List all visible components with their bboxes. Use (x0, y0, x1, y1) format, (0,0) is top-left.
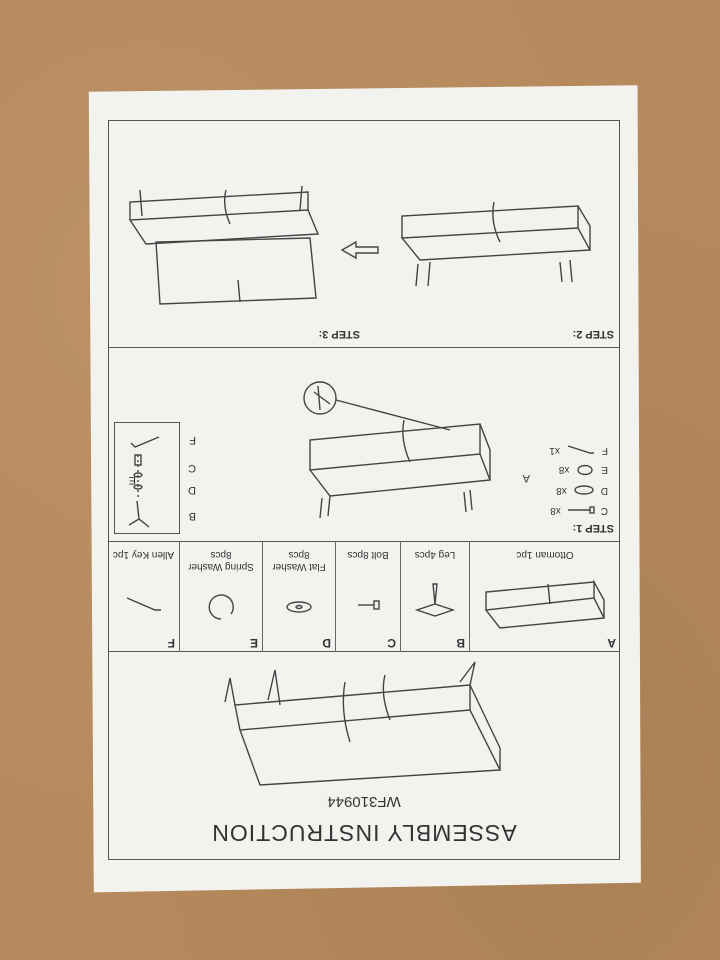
part-cell-f: F Allen Key 1pc (108, 542, 179, 652)
part-name: Allen Key 1pc (112, 549, 175, 560)
detail-label-f: F (189, 434, 196, 446)
hardware-letter: D (600, 485, 608, 496)
hardware-d: D x8 (556, 485, 608, 496)
part-letter: C (387, 636, 396, 650)
part-name: Spring Washer 8pcs (180, 548, 262, 572)
hardware-letter: C (600, 505, 608, 516)
detail-label-c: C (188, 462, 196, 474)
part-qty: 8pcs (288, 549, 310, 560)
detail-label-d: D (188, 484, 196, 496)
leg-zoom-callout (303, 381, 451, 431)
bolt-icon (358, 600, 380, 610)
divider-parts-bottom (108, 541, 620, 542)
hardware-qty: x8 (556, 485, 567, 496)
arrow-icon (340, 240, 379, 260)
part-cell-d: D Flat Washer 8pcs (262, 542, 335, 652)
leg-detail-box (114, 422, 180, 534)
part-name: Flat Washer 8pcs (263, 548, 335, 572)
hardware-qty: x8 (558, 464, 570, 476)
sheet-content-rotated: ASSEMBLY INSTRUCTION WF310944 A (108, 120, 620, 860)
part-name: Leg 4pcs (414, 549, 456, 560)
instruction-sheet: ASSEMBLY INSTRUCTION WF310944 A (88, 85, 641, 893)
flat-washer-icon (574, 485, 594, 496)
step-1-label: STEP 1: (572, 522, 614, 534)
step-3-label: STEP 3: (318, 328, 360, 340)
part-name: Ottoman 1pc (516, 549, 574, 560)
bolt-icon (567, 506, 595, 515)
step-2-ottoman-illustration (400, 201, 592, 287)
step-3-ottoman-illustration (128, 185, 320, 305)
part-name: Bolt 8pcs (347, 549, 389, 560)
hardware-qty: x1 (549, 445, 560, 456)
spring-washer-icon (208, 594, 234, 620)
part-cell-a: A Ottoman 1pc (469, 542, 620, 652)
part-cell-b: B Leg 4pcs (400, 542, 469, 652)
part-letter: D (322, 636, 331, 650)
parts-list: A Ottoman 1pc B Leg 4pcs C (108, 542, 620, 652)
ottoman-part-icon (484, 579, 606, 629)
detail-label-e: E (128, 474, 136, 486)
allen-key-icon (126, 597, 161, 611)
part-cell-e: E Spring Washer 8pcs (179, 542, 262, 652)
hardware-qty: x8 (550, 505, 561, 516)
part-letter: A (607, 636, 616, 650)
ottoman-illustration (224, 661, 502, 786)
part-letter: B (456, 636, 465, 650)
callout-label-a: A (522, 472, 530, 484)
allen-key-icon (567, 445, 594, 455)
detail-label-b: B (188, 510, 196, 522)
hardware-letter: F (601, 445, 608, 456)
part-cell-c: C Bolt 8pcs (335, 542, 400, 652)
flat-washer-icon (286, 601, 312, 613)
hardware-e: E x8 (559, 464, 608, 476)
step-1-ottoman-illustration (308, 419, 491, 519)
part-label: Flat Washer (272, 561, 326, 572)
hardware-f: F x1 (549, 445, 608, 456)
divider-steps (108, 347, 620, 348)
leg-icon (414, 583, 456, 617)
leg-exploded-view (128, 436, 160, 528)
spring-washer-icon (577, 464, 594, 476)
hardware-letter: E (601, 464, 608, 476)
part-letter: F (167, 636, 175, 650)
part-qty: 8pcs (210, 549, 232, 560)
part-letter: E (249, 636, 258, 650)
hardware-c: C x8 (550, 505, 608, 516)
part-label: Spring Washer (188, 561, 254, 572)
step-2-label: STEP 2: (572, 328, 614, 340)
